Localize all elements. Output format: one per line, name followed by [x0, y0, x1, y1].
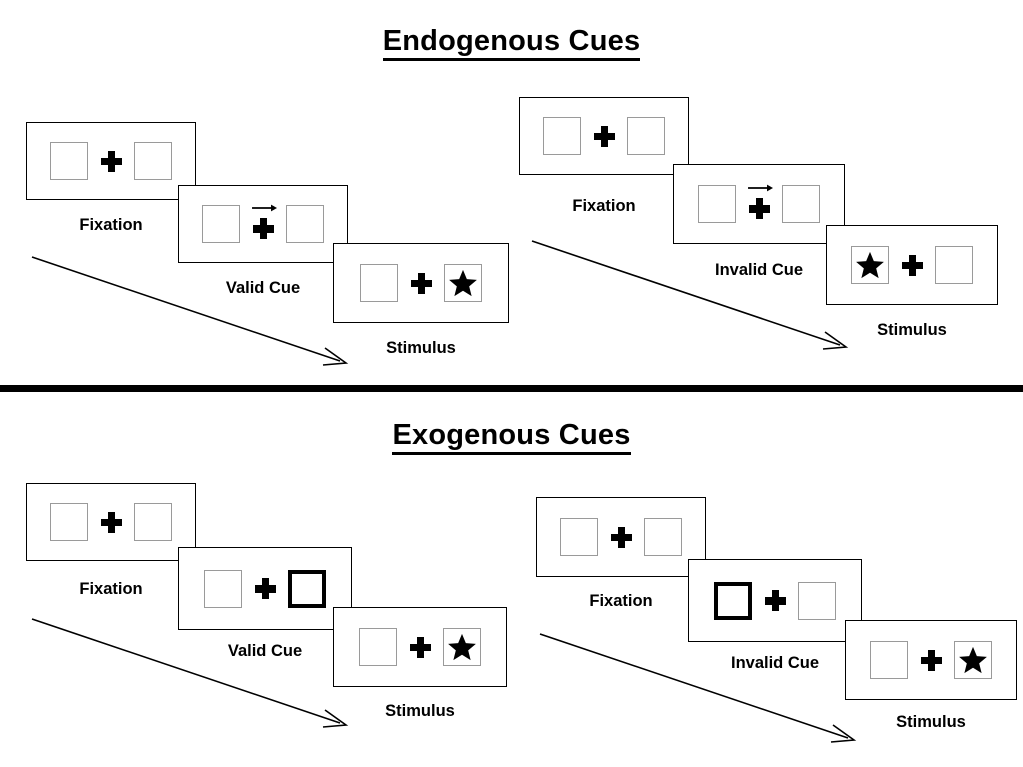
panel-endogenous-valid-cue[interactable]	[178, 185, 348, 263]
star-icon	[448, 633, 476, 661]
panel-content	[360, 260, 482, 306]
panel-endogenous-invalid-stimulus[interactable]	[826, 225, 998, 305]
panel-content	[359, 624, 481, 670]
panel-exogenous-invalid-cue[interactable]	[688, 559, 862, 642]
right-box	[782, 185, 820, 223]
fixation-center	[398, 260, 444, 306]
panel-exogenous-invalid-stimulus[interactable]	[845, 620, 1017, 700]
panel-content	[714, 578, 836, 624]
panel-endogenous-invalid-cue[interactable]	[673, 164, 845, 244]
right-box	[798, 581, 836, 620]
panel-content	[202, 201, 324, 247]
panel-content	[204, 566, 326, 612]
fixation-center	[88, 138, 134, 184]
fixation-center	[889, 242, 935, 288]
left-box	[50, 142, 88, 180]
left-box	[50, 503, 88, 541]
fixation-cross-icon	[610, 526, 632, 548]
fixation-center	[397, 624, 443, 670]
fixation-center	[88, 499, 134, 545]
left-box	[543, 117, 581, 155]
fixation-center	[242, 566, 288, 612]
section-title-endogenous-text: Endogenous Cues	[382, 25, 641, 61]
flow-arrow-endogenous-invalid	[531, 240, 849, 350]
panel-content	[851, 242, 973, 288]
flow-arrow-endogenous-valid	[31, 256, 349, 366]
caption-exogenous-invalid-cue: Invalid Cue	[730, 654, 820, 672]
section-title-exogenous: Exogenous Cues	[0, 419, 1023, 455]
left-box	[870, 641, 908, 679]
section-title-exogenous-text: Exogenous Cues	[392, 419, 631, 455]
panel-content	[870, 637, 992, 683]
section-title-endogenous: Endogenous Cues	[0, 25, 1023, 61]
panel-content	[50, 499, 172, 545]
panel-exogenous-invalid-fixation[interactable]	[536, 497, 706, 577]
caption-endogenous-invalid-fixation: Fixation	[572, 197, 636, 215]
left-box	[360, 264, 398, 302]
caption-exogenous-valid-cue: Valid Cue	[227, 642, 303, 660]
right-box	[134, 142, 172, 180]
right-box-cue	[288, 569, 326, 608]
cue-arrow-right-icon	[748, 184, 774, 192]
right-box	[644, 518, 682, 556]
panel-content	[543, 113, 665, 159]
fixation-center	[736, 181, 782, 227]
fixation-cross-icon	[901, 254, 923, 276]
caption-exogenous-valid-fixation: Fixation	[79, 580, 143, 598]
panel-endogenous-invalid-fixation[interactable]	[519, 97, 689, 175]
fixation-center	[598, 514, 644, 560]
panel-content	[560, 514, 682, 560]
caption-endogenous-valid-cue: Valid Cue	[225, 279, 301, 297]
caption-exogenous-invalid-stimulus: Stimulus	[896, 713, 966, 731]
panel-exogenous-valid-cue[interactable]	[178, 547, 352, 630]
right-box-target	[444, 264, 482, 302]
fixation-center	[581, 113, 627, 159]
panel-exogenous-valid-stimulus[interactable]	[333, 607, 507, 687]
star-icon	[856, 251, 884, 279]
fixation-center	[752, 578, 798, 624]
fixation-cross-icon	[254, 578, 276, 599]
panel-endogenous-valid-stimulus[interactable]	[333, 243, 509, 323]
right-box-target	[443, 628, 481, 666]
fixation-cross-icon	[920, 649, 942, 671]
star-icon	[959, 646, 987, 674]
fixation-cross-icon	[252, 218, 274, 239]
fixation-cross-icon	[764, 590, 786, 611]
section-divider	[0, 385, 1023, 392]
fixation-cross-icon	[100, 511, 122, 533]
left-box	[359, 628, 397, 666]
panel-exogenous-valid-fixation[interactable]	[26, 483, 196, 561]
fixation-cross-icon	[748, 198, 770, 219]
left-box-cue	[714, 581, 752, 620]
left-box	[202, 205, 240, 243]
right-box-target	[954, 641, 992, 679]
right-box	[286, 205, 324, 243]
left-box-target	[851, 246, 889, 284]
caption-endogenous-invalid-cue: Invalid Cue	[714, 261, 804, 279]
caption-endogenous-valid-stimulus: Stimulus	[386, 339, 456, 357]
star-icon	[449, 269, 477, 297]
left-box	[698, 185, 736, 223]
left-box	[560, 518, 598, 556]
right-box	[627, 117, 665, 155]
cue-arrow-right-icon	[252, 204, 278, 212]
right-box	[935, 246, 973, 284]
fixation-center	[240, 201, 286, 247]
right-box	[134, 503, 172, 541]
caption-exogenous-valid-stimulus: Stimulus	[385, 702, 455, 720]
caption-endogenous-valid-fixation: Fixation	[79, 216, 143, 234]
fixation-cross-icon	[593, 125, 615, 147]
panel-content	[698, 181, 820, 227]
panel-content	[50, 138, 172, 184]
fixation-cross-icon	[100, 150, 122, 172]
flow-arrow-exogenous-invalid	[539, 633, 857, 743]
fixation-center	[908, 637, 954, 683]
caption-exogenous-invalid-fixation: Fixation	[589, 592, 653, 610]
left-box	[204, 569, 242, 608]
caption-endogenous-invalid-stimulus: Stimulus	[877, 321, 947, 339]
fixation-cross-icon	[409, 636, 431, 658]
fixation-cross-icon	[410, 272, 432, 294]
panel-endogenous-valid-fixation[interactable]	[26, 122, 196, 200]
